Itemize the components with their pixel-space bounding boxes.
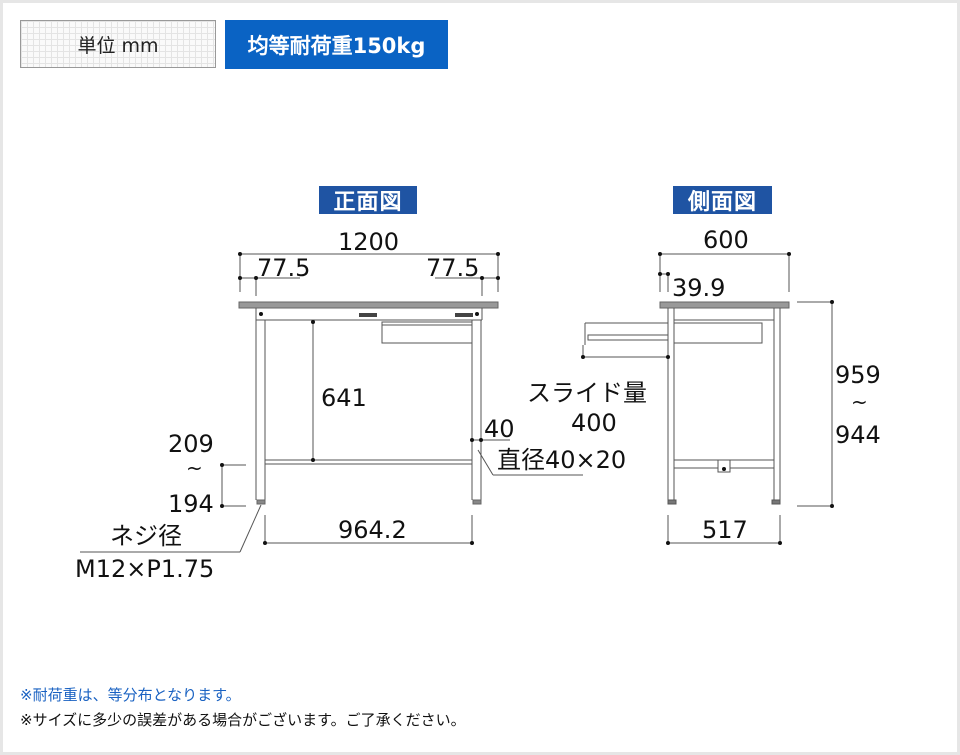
front-offset-right: 77.5 [426, 254, 480, 282]
screw-spec: M12×P1.75 [75, 555, 215, 583]
pipe-size-small: 40 [484, 415, 515, 443]
front-width-total: 1200 [338, 228, 400, 256]
front-view-title: 正面図 [319, 186, 417, 215]
front-leg-span: 964.2 [338, 516, 407, 544]
adjuster-range-top: 209 [168, 430, 214, 458]
size-note: ※サイズに多少の誤差がある場合がございます。ご了承ください。 [20, 711, 466, 729]
adjuster-range-bottom: 194 [168, 490, 214, 518]
adjuster-range-separator: ~ [186, 456, 203, 480]
height-separator: ~ [851, 390, 868, 414]
slide-label: スライド量 [527, 379, 647, 407]
load-note: ※耐荷重は、等分布となります。 [20, 686, 241, 704]
side-depth-total: 600 [703, 226, 749, 254]
screw-label: ネジ径 [110, 522, 182, 550]
side-offset: 39.9 [672, 274, 726, 302]
height-top: 959 [835, 361, 881, 389]
side-leg-span: 517 [702, 516, 748, 544]
front-offset-left: 77.5 [257, 254, 311, 282]
page-frame [3, 3, 957, 752]
side-view-title: 側面図 [673, 186, 772, 215]
pipe-dimension: 直径40×20 [497, 446, 627, 474]
slide-value: 400 [571, 409, 617, 437]
height-bottom: 944 [835, 421, 881, 449]
front-inner-height: 641 [321, 384, 367, 412]
unit-label: 単位 mm [20, 20, 216, 68]
load-capacity-badge: 均等耐荷重150kg [225, 20, 448, 69]
